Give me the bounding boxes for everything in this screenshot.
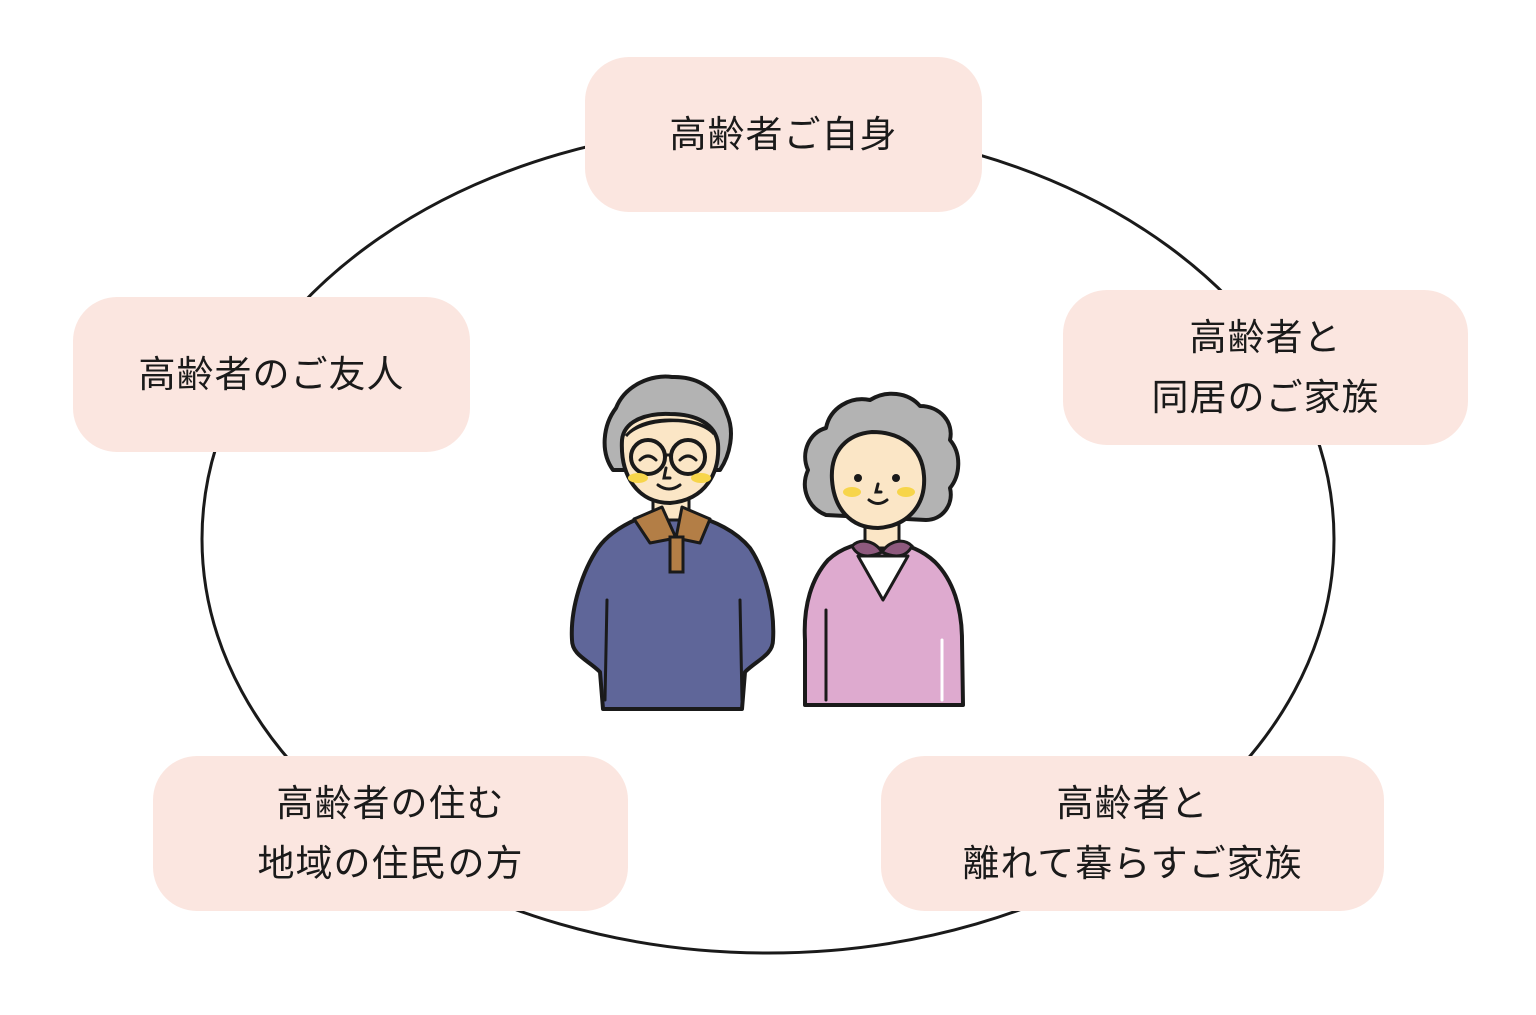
woman-mouth — [867, 498, 889, 505]
man-arm-line-right — [738, 598, 744, 702]
woman-face — [829, 429, 927, 531]
node-cohabiting-family: 高齢者と 同居のご家族 — [1063, 290, 1468, 445]
elderly-couple-illustration — [569, 374, 965, 711]
man-fringe — [624, 418, 716, 438]
man-cheek-right — [691, 473, 711, 483]
node-cohabiting-family-label: 高齢者と 同居のご家族 — [1151, 315, 1380, 419]
node-local-residents: 高齢者の住む 地域の住民の方 — [153, 756, 628, 911]
node-self: 高齢者ご自身 — [585, 57, 982, 212]
node-friends: 高齢者のご友人 — [73, 297, 470, 452]
woman-cheek-right — [897, 487, 915, 497]
elderly-woman-figure — [802, 391, 965, 707]
man-nose — [662, 466, 672, 480]
node-friends-label: 高齢者のご友人 — [138, 352, 405, 396]
woman-eye-left — [854, 474, 862, 482]
node-self-label: 高齢者ご自身 — [669, 112, 898, 156]
woman-cheek-left — [843, 487, 861, 497]
woman-collar-right — [879, 539, 914, 558]
woman-nose — [874, 482, 883, 494]
man-eye-right — [678, 454, 698, 462]
man-placket — [668, 535, 685, 574]
man-eye-left — [638, 454, 658, 462]
man-glasses-right — [669, 438, 707, 476]
man-glasses-left — [629, 438, 667, 476]
node-remote-family: 高齢者と 離れて暮らすご家族 — [881, 756, 1384, 911]
woman-eye-right — [892, 474, 900, 482]
man-arm-line-left — [603, 598, 609, 702]
elderly-man-figure — [569, 374, 776, 711]
woman-inner-shirt — [856, 554, 910, 602]
man-cheek-left — [628, 473, 648, 483]
man-mouth — [656, 483, 682, 491]
node-remote-family-label: 高齢者と 離れて暮らすご家族 — [962, 781, 1303, 885]
node-local-residents-label: 高齢者の住む 地域の住民の方 — [257, 781, 524, 885]
